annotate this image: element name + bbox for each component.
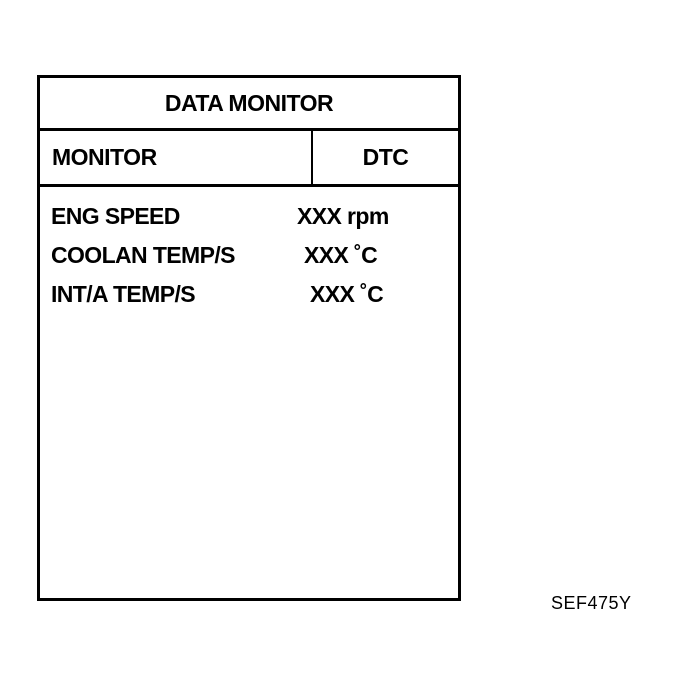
column-header-row: MONITOR DTC bbox=[40, 131, 458, 187]
data-monitor-screen: DATA MONITOR MONITOR DTC ENG SPEED XXX r… bbox=[37, 75, 461, 601]
monitor-item-value: XXX rpm bbox=[297, 203, 389, 229]
screen-title: DATA MONITOR bbox=[40, 78, 458, 131]
figure-code: SEF475Y bbox=[551, 593, 632, 613]
monitor-item-row: COOLAN TEMP/S XXX ˚C bbox=[40, 242, 458, 281]
monitor-header: MONITOR bbox=[52, 144, 157, 170]
monitor-item-label: INT/A TEMP/S bbox=[51, 281, 196, 307]
dtc-header[interactable]: DTC bbox=[362, 144, 409, 170]
monitor-item-list: ENG SPEED XXX rpm COOLAN TEMP/S XXX ˚C I… bbox=[40, 187, 458, 320]
monitor-item-label: ENG SPEED bbox=[51, 203, 180, 229]
header-divider bbox=[311, 131, 313, 184]
monitor-item-label: COOLAN TEMP/S bbox=[51, 242, 235, 268]
monitor-item-row: ENG SPEED XXX rpm bbox=[40, 203, 458, 242]
monitor-item-value: XXX ˚C bbox=[304, 242, 378, 268]
monitor-item-value: XXX ˚C bbox=[310, 281, 384, 307]
monitor-item-row: INT/A TEMP/S XXX ˚C bbox=[40, 281, 458, 320]
